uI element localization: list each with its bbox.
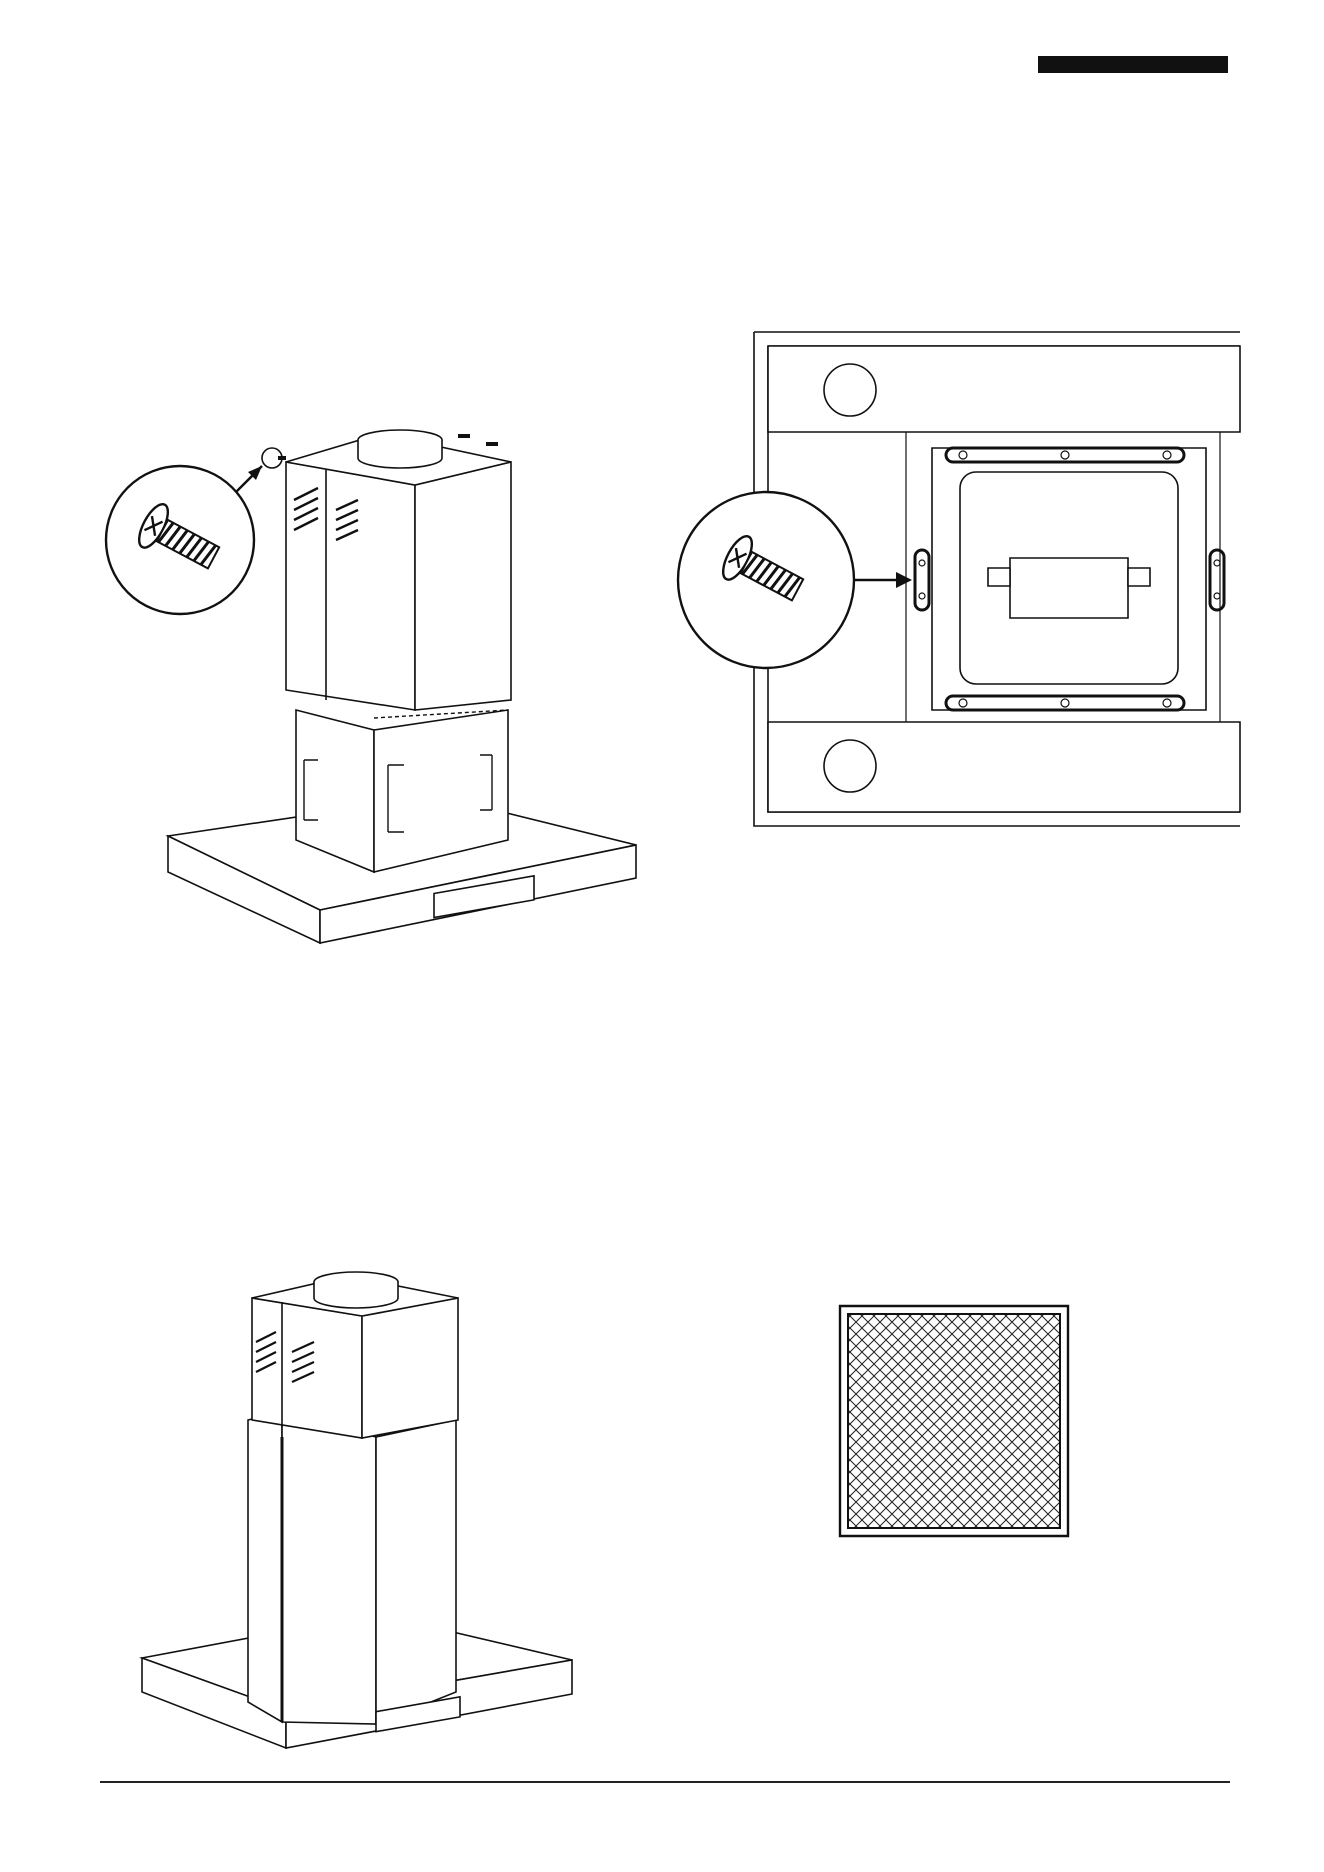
- range-hood-chimney-with-screw-detail-icon: [108, 400, 668, 952]
- footer-divider: [100, 1781, 1230, 1783]
- figure-mesh-filter: [838, 1304, 1070, 1538]
- figure-hood-underside: [660, 318, 1240, 838]
- hood-underside-bracket-screws-icon: [660, 318, 1240, 838]
- header-tab-bar: [1038, 56, 1228, 73]
- mesh-grease-filter-icon: [838, 1304, 1070, 1538]
- assembled-range-hood-chimney-icon: [136, 1262, 596, 1772]
- figure-hood-assembled: [136, 1262, 596, 1772]
- figure-hood-screw-detail: [108, 400, 668, 952]
